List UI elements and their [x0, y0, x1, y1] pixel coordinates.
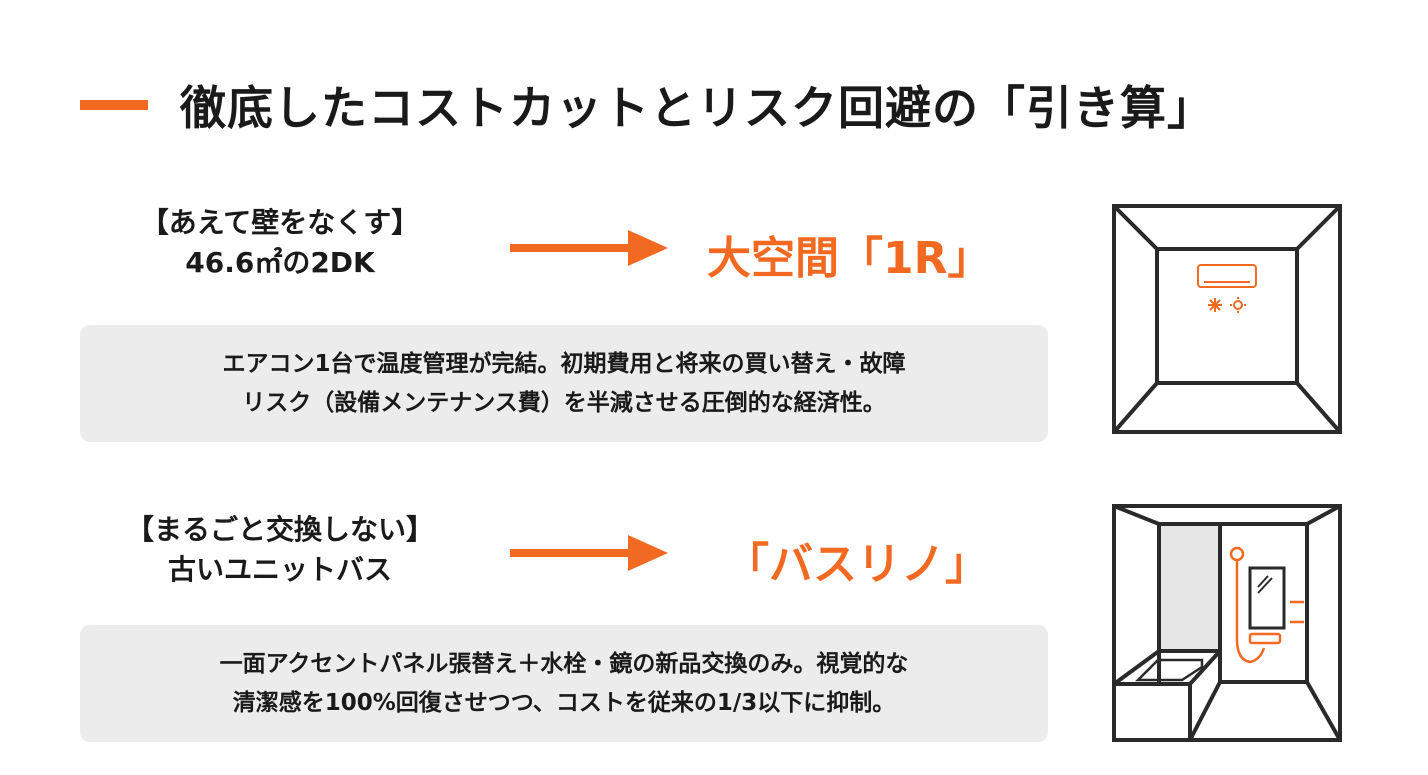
result-label-1: 大空間「1R」 — [707, 233, 992, 284]
room-with-air-conditioner-icon — [1112, 204, 1342, 434]
before-label-2: 【まるごと交換しない】 古いユニットバス — [100, 510, 460, 590]
before-line-2: 46.6㎡の2DK — [185, 246, 375, 279]
result-label-2: 「バスリノ」 — [725, 539, 989, 590]
description-box-1: エアコン1台で温度管理が完結。初期費用と将来の買い替え・故障 リスク（設備メンテ… — [80, 325, 1048, 442]
arrow-icon — [510, 535, 668, 571]
before-label-1: 【あえて壁をなくす】 46.6㎡の2DK — [100, 203, 460, 283]
page-title: 徹底したコストカットとリスク回避の「引き算」 — [180, 81, 1214, 135]
description-line-1: 一面アクセントパネル張替え＋水栓・鏡の新品交換のみ。視覚的な — [219, 650, 909, 677]
description-box-2: 一面アクセントパネル張替え＋水栓・鏡の新品交換のみ。視覚的な 清潔感を100%回… — [80, 625, 1048, 742]
before-line-2: 古いユニットバス — [167, 553, 392, 586]
before-line-1: 【まるごと交換しない】 — [125, 513, 434, 546]
description-line-1: エアコン1台で温度管理が完結。初期費用と将来の買い替え・故障 — [222, 350, 906, 377]
bathroom-icon — [1112, 504, 1342, 742]
arrow-icon — [510, 230, 668, 266]
title-accent-bar — [80, 100, 148, 110]
description-line-2: リスク（設備メンテナンス費）を半減させる圧倒的な経済性。 — [242, 389, 886, 416]
before-line-1: 【あえて壁をなくす】 — [140, 206, 420, 239]
description-line-2: 清潔感を100%回復させつつ、コストを従来の1/3以下に抑制。 — [232, 689, 896, 716]
